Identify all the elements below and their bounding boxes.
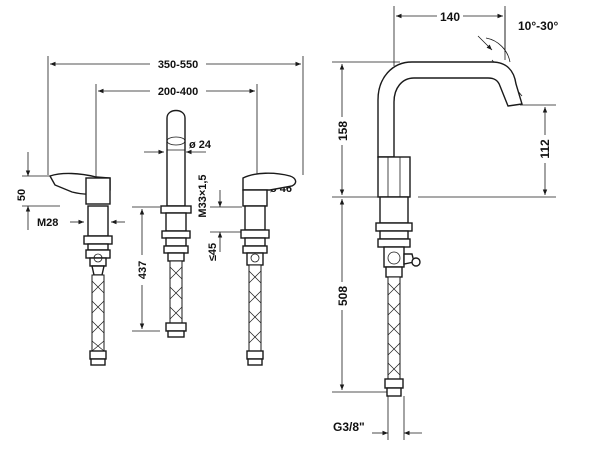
center-spout xyxy=(160,109,192,262)
dimension-spout-reach: 140 xyxy=(393,6,506,66)
right-handle xyxy=(240,172,297,266)
handle-thread-label: M28 xyxy=(37,217,58,229)
dimension-connection: G3/8" xyxy=(333,396,422,440)
hose-length-left-label: 437 xyxy=(137,261,149,279)
dimension-350-550: 350-550 xyxy=(47,56,304,175)
angle-label: 10°-30° xyxy=(518,19,558,33)
side-faucet-body xyxy=(375,61,523,278)
connection-label: G3/8" xyxy=(333,420,365,434)
spout-height-label: 158 xyxy=(336,121,350,141)
dimension-hose-left: 437 xyxy=(132,206,160,332)
spout-reach-label: 140 xyxy=(440,10,460,24)
right-hose xyxy=(246,264,264,366)
dimension-outlet-height: 112 xyxy=(418,104,556,198)
width-range-inner-label: 200-400 xyxy=(158,86,198,98)
spout-diameter-label: ø 24 xyxy=(189,139,212,151)
max-thickness-label: ≤45 xyxy=(207,243,219,261)
dimension-200-400: 200-400 xyxy=(95,84,258,178)
left-handle xyxy=(48,172,113,276)
left-hose xyxy=(89,274,107,366)
outlet-height-label: 112 xyxy=(538,139,552,159)
dimension-hose-right: 508 xyxy=(332,199,392,393)
side-hose xyxy=(384,276,404,397)
thread-label: M33×1,5 xyxy=(197,174,209,217)
dimension-max-thickness: ≤45 xyxy=(207,190,242,261)
hose-length-right-label: 508 xyxy=(336,286,350,306)
lever-height-label: 50 xyxy=(16,189,28,201)
center-hose xyxy=(165,260,187,338)
width-range-outer-label: 350-550 xyxy=(158,59,198,71)
dimension-spout-diameter: ø 24 xyxy=(144,139,212,155)
dimension-angle: 10°-30° xyxy=(477,10,558,97)
dimension-m28: M28 xyxy=(37,217,125,229)
dimension-spout-height: 158 xyxy=(332,61,400,198)
